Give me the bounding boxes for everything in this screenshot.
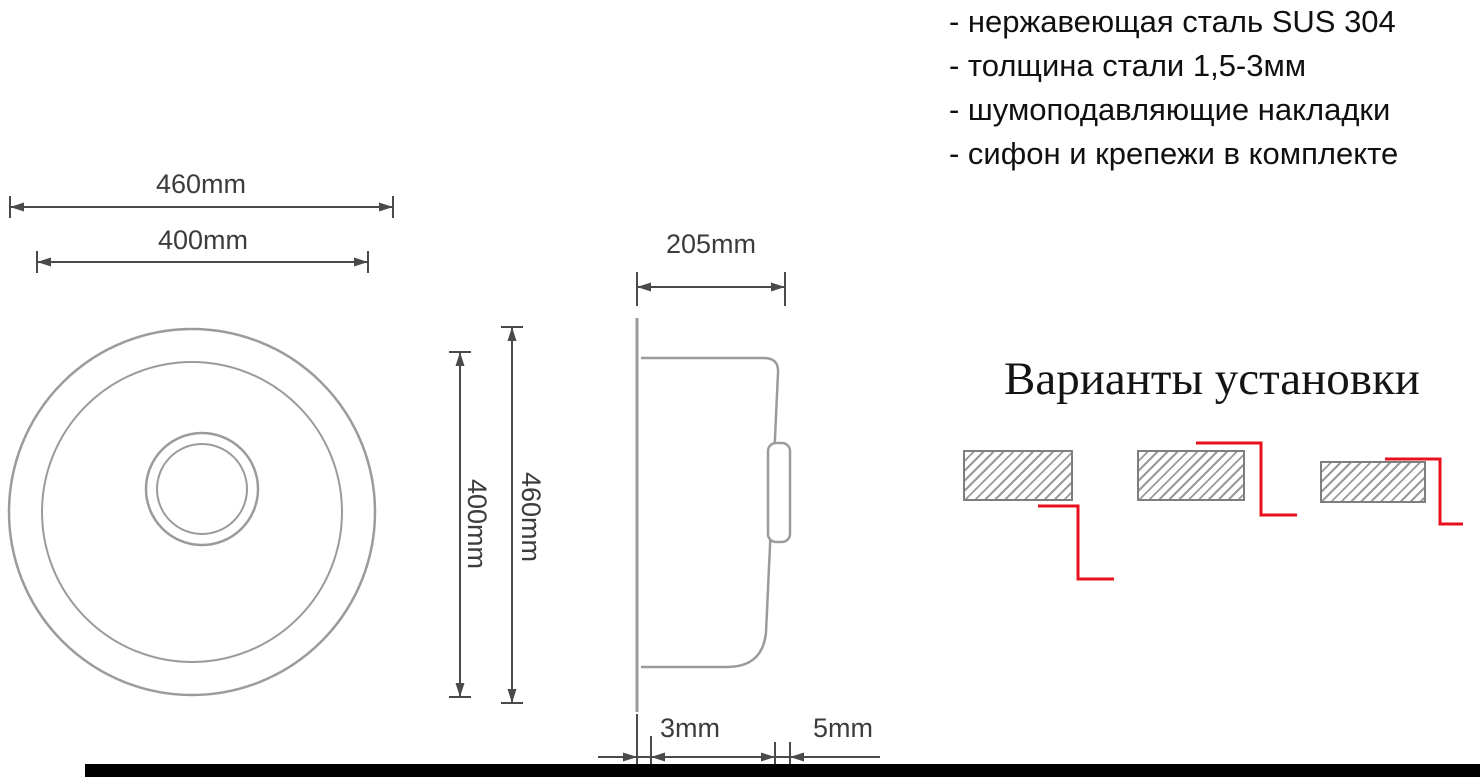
installation-options-title: Варианты установки: [1004, 353, 1420, 405]
drain-outer-circle: [144, 431, 260, 547]
drain-outlet-stub: [766, 441, 792, 544]
installation-profile-lines: [1038, 441, 1463, 581]
drain-inner-circle: [156, 443, 248, 535]
feature-item-thickness: - толщина стали 1,5-3мм: [949, 48, 1307, 83]
sink-side-view: [635, 318, 792, 712]
dim-label-depth: 205mm: [665, 229, 757, 259]
sink-top-view: [7, 327, 377, 697]
bottom-bar: [85, 764, 1480, 777]
countertop-block-undermount: [963, 450, 1073, 501]
countertop-block-overmount: [1320, 461, 1426, 503]
dim-label-top-outer: 460mm: [155, 169, 247, 199]
feature-list: - нержавеющая сталь SUS 304 - толщина ст…: [949, 0, 1398, 176]
feature-item-included: - сифон и крепежи в комплекте: [949, 136, 1399, 171]
dim-label-side-inner: 400mm: [462, 478, 492, 570]
dimension-lines-top-view: [9, 196, 394, 273]
bowl-profile: [641, 356, 780, 669]
install-profile-undermount: [1038, 504, 1114, 581]
dim-label-rim-thickness: 3mm: [660, 713, 720, 743]
dim-label-lip-offset: 5mm: [813, 713, 873, 743]
dimension-lines-side-view: [449, 272, 880, 770]
install-profile-overmount: [1385, 457, 1463, 526]
outer-rim-circle: [7, 327, 377, 697]
inner-bowl-circle: [41, 361, 343, 663]
feature-item-material: - нержавеющая сталь SUS 304: [949, 4, 1396, 39]
dim-label-side-outer: 460mm: [516, 471, 546, 563]
countertop-block-flushmount: [1137, 450, 1245, 501]
dim-label-top-inner: 400mm: [157, 225, 249, 255]
feature-item-soundproofing: - шумоподавляющие накладки: [949, 92, 1391, 127]
install-profile-flushmount: [1196, 441, 1297, 517]
